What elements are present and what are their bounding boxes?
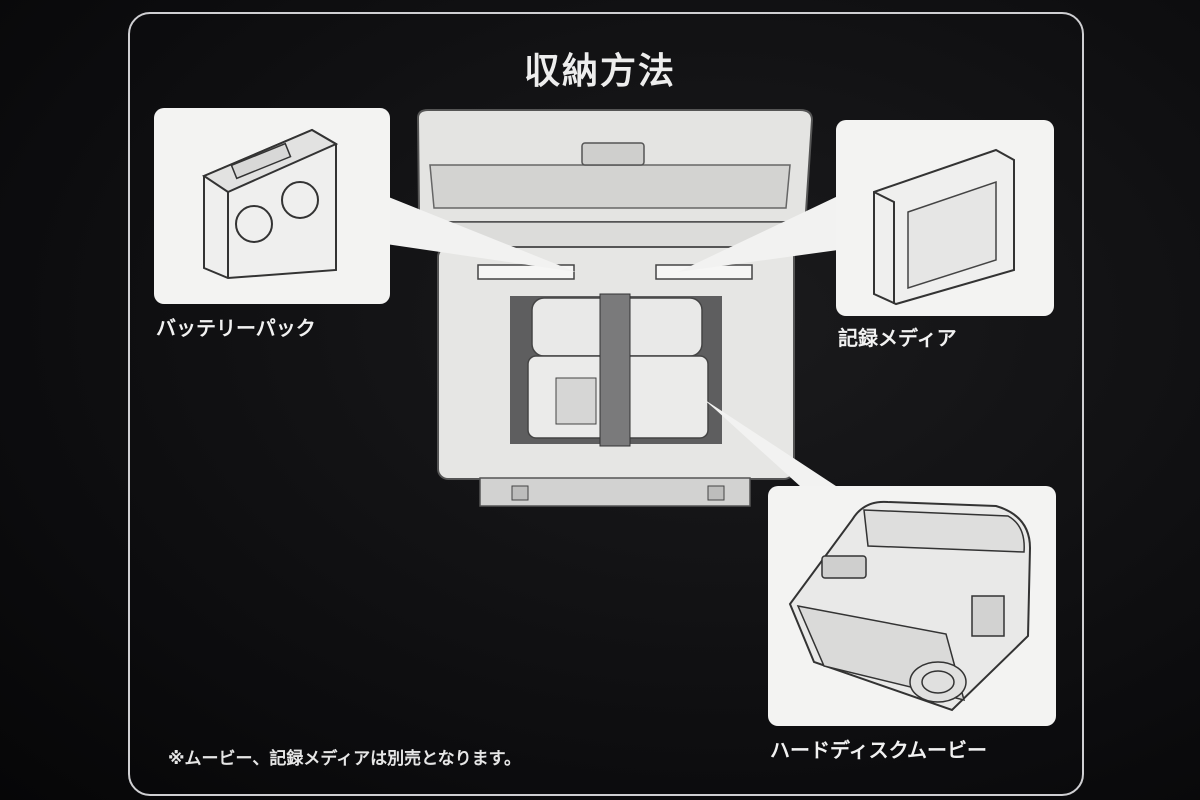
battery-connector bbox=[386, 196, 576, 272]
camera-connector bbox=[702, 398, 842, 506]
hard-disk-movie-label: ハードディスクムービー bbox=[770, 738, 987, 762]
recording-media-icon bbox=[873, 148, 1015, 306]
case-lid bbox=[416, 109, 814, 223]
case-body bbox=[430, 221, 796, 507]
hard-disk-movie-panel bbox=[768, 486, 1056, 726]
battery-pack-label: バッテリーパック bbox=[156, 316, 316, 340]
media-connector bbox=[678, 196, 838, 272]
recording-media-panel bbox=[836, 120, 1054, 316]
page-title: 収納方法 bbox=[523, 51, 676, 92]
footnote: ※ムービー、記録メディアは別売となります。 bbox=[168, 749, 521, 769]
recording-media-label: 記録メディア bbox=[838, 326, 957, 350]
battery-pack-panel bbox=[154, 108, 390, 304]
border-frame bbox=[128, 12, 1084, 796]
battery-pack-icon bbox=[201, 128, 339, 280]
camcorder-icon bbox=[788, 500, 1032, 712]
